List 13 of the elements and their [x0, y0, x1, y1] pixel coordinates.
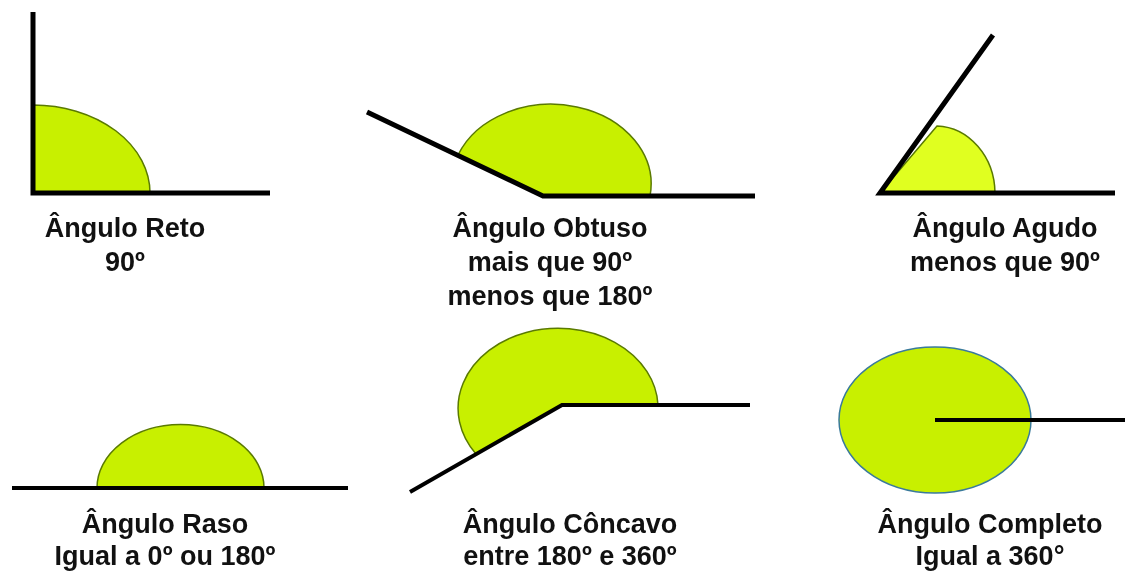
angle-name: Ângulo Reto [44, 212, 206, 244]
angle-name: Ângulo Obtuso [452, 212, 648, 244]
angle-measure: Igual a 0º ou 180º [54, 540, 276, 572]
angle-measure: 90º [105, 246, 145, 278]
angle-measure: menos que 180º [447, 280, 653, 312]
angle-measure: menos que 90º [910, 246, 1100, 278]
angle-measure: mais que 90º [467, 246, 633, 278]
angle-name: Ângulo Completo [877, 508, 1103, 540]
angle-name: Ângulo Côncavo [462, 508, 678, 540]
angle-measure: Igual a 360° [915, 540, 1065, 572]
angle-measure: entre 180º e 360º [463, 540, 677, 572]
angle-name: Ângulo Agudo [912, 212, 1098, 244]
angle-name: Ângulo Raso [81, 508, 249, 540]
